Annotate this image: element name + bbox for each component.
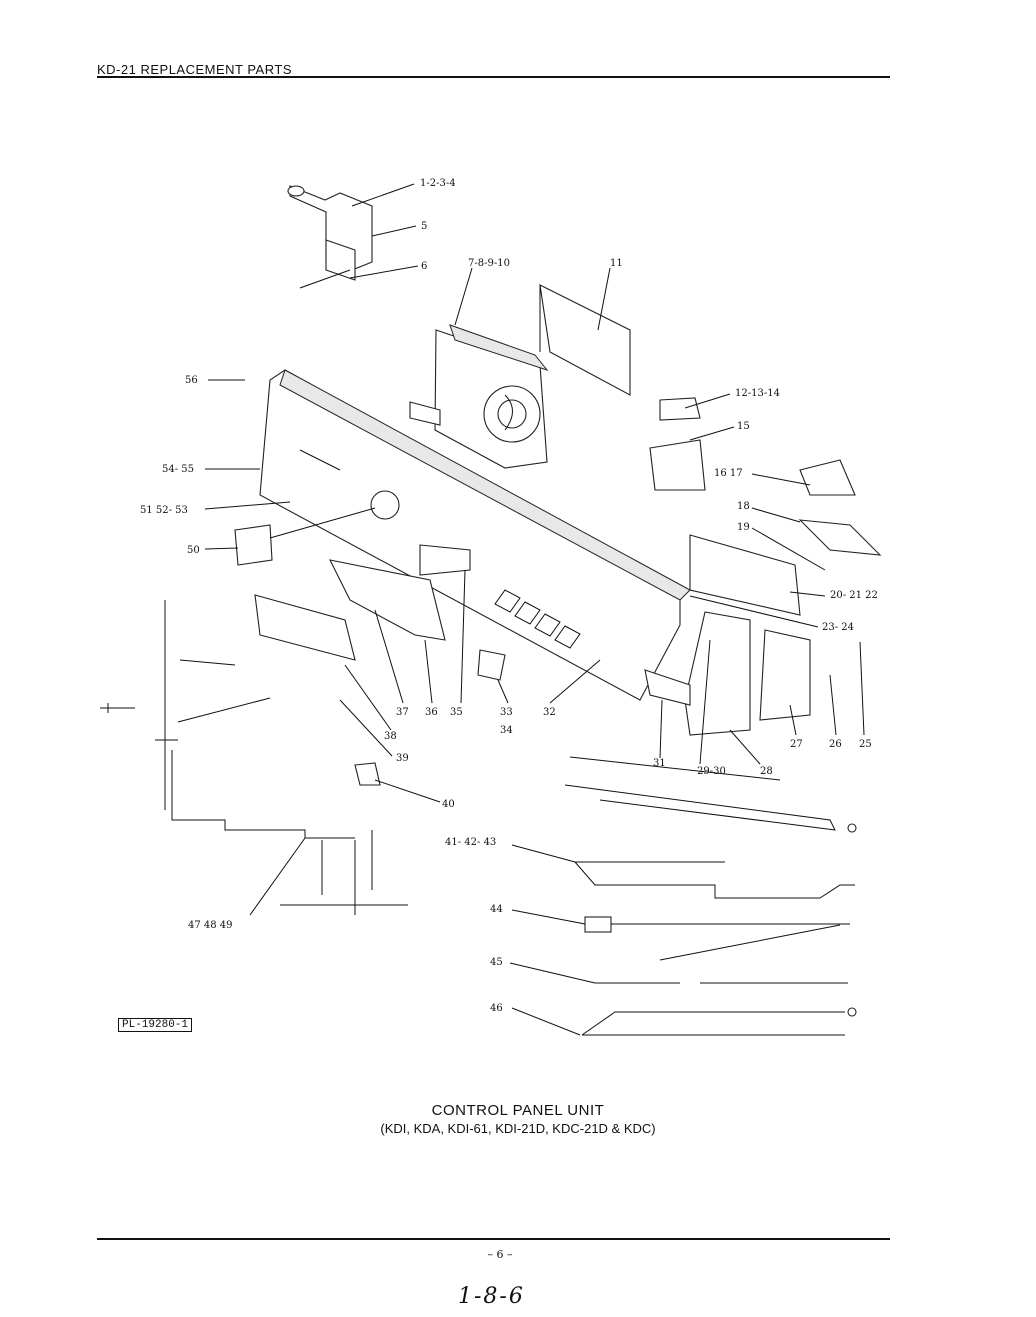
callout-45: 45 [490,957,503,968]
part-lens-handle [234,524,506,786]
callout-15: 15 [737,421,750,432]
callout-26: 26 [829,739,842,750]
callout-40: 40 [442,799,455,810]
callout-6: 6 [421,261,427,272]
callout-39: 39 [396,753,409,764]
callout-1-2-3-4: 1-2-3-4 [420,178,456,189]
callout-33: 33 [500,707,513,718]
part-right-bracket [644,534,811,736]
handwritten-reference: 1-8-6 [458,1284,525,1309]
callout-41-42-43: 41- 42- 43 [445,837,496,848]
part-knob-assembly [287,185,373,289]
callout-31: 31 [653,758,666,769]
callout-44: 44 [490,904,503,915]
header-rule [97,76,890,78]
part-wire-harness-left [100,600,408,915]
callout-18: 18 [737,501,750,512]
callout-35: 35 [450,707,463,718]
callout-37: 37 [396,707,409,718]
part-cover-plate [539,284,631,396]
page-header-title: KD-21 REPLACEMENT PARTS [97,62,292,77]
part-timer-switch [409,324,549,469]
callout-labels: 1-2-3-4 5 6 7-8-9-10 11 12-13-14 15 16 1… [140,178,878,1014]
part-control-panel-housing [259,369,691,701]
page-number: – 6 – [487,1248,513,1261]
callout-16-17: 16 17 [714,468,743,479]
callout-36: 36 [425,707,438,718]
callout-7-8-9-10: 7-8-9-10 [468,258,510,269]
callout-47-48-49: 47 48 49 [188,920,233,931]
callout-46: 46 [490,1003,503,1014]
callout-19: 19 [737,522,750,533]
callout-11: 11 [610,258,623,269]
part-wire-leads-right [564,756,857,1036]
callout-23-24: 23- 24 [822,622,854,633]
callout-12-13-14: 12-13-14 [735,388,780,399]
callout-32: 32 [543,707,556,718]
callout-51-52-53: 51 52- 53 [140,505,188,516]
callout-27: 27 [790,739,803,750]
callout-28: 28 [760,766,773,777]
callout-34: 34 [500,725,513,736]
callout-38: 38 [384,731,397,742]
callout-29-30: 29-30 [697,766,726,777]
callout-20-21-22: 20- 21 22 [830,590,878,601]
callout-56: 56 [185,375,198,386]
callout-25: 25 [859,739,872,750]
caption-title: CONTROL PANEL UNIT [431,1102,605,1119]
callout-50: 50 [187,545,200,556]
part-small-switch [649,397,882,556]
callout-5: 5 [421,221,427,232]
caption-subtitle: (KDI, KDA, KDI-61, KDI-21D, KDC-21D & KD… [380,1121,656,1136]
leader-lines [177,183,865,1036]
plate-id-box: PL-19280-1 [118,1018,193,1032]
callout-54-55: 54- 55 [162,464,194,475]
footer-rule [97,1238,890,1240]
